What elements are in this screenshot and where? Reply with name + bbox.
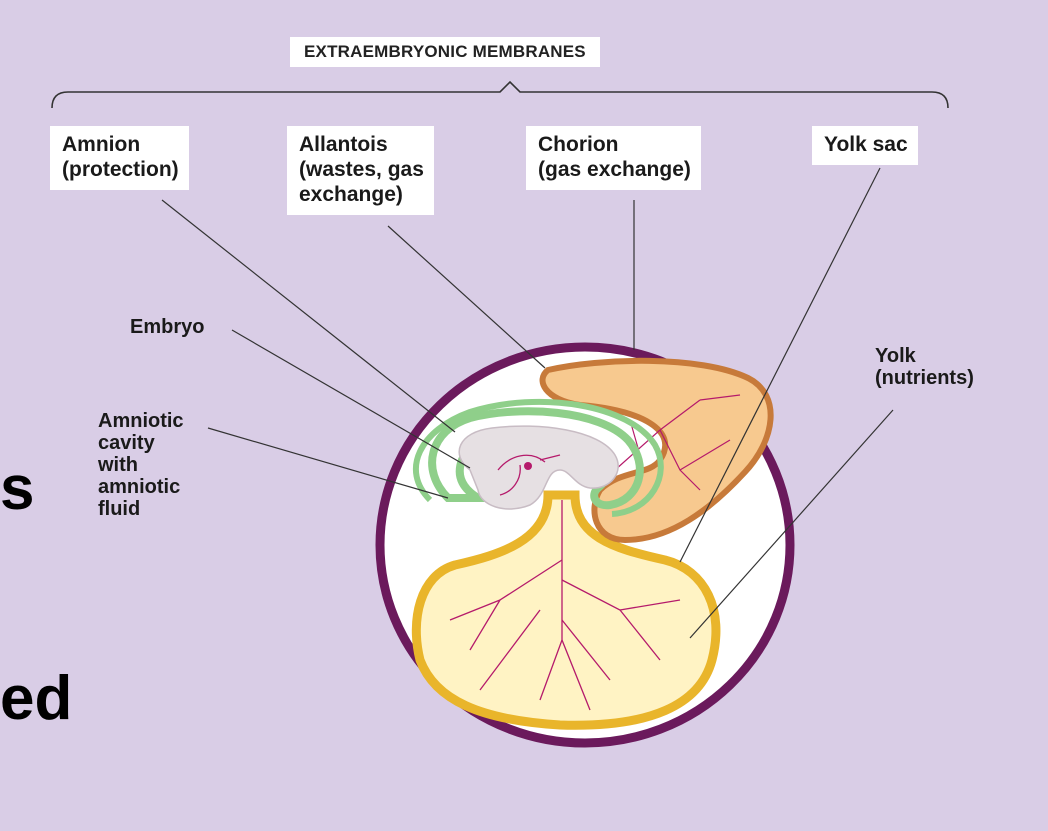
- amnion-label: Amnion (protection): [50, 126, 189, 190]
- embryo-heart: [524, 462, 532, 470]
- embryo-label: Embryo: [130, 316, 204, 338]
- allantois-label: Allantois (wastes, gas exchange): [287, 126, 434, 215]
- chorion-label: Chorion (gas exchange): [526, 126, 701, 190]
- membranes-bracket: [52, 82, 948, 108]
- yolk-label: Yolk (nutrients): [875, 345, 974, 389]
- extraembryonic-membranes-title: EXTRAEMBRYONIC MEMBRANES: [290, 37, 600, 67]
- amniotic-cavity-label: Amniotic cavity with amniotic fluid: [98, 410, 184, 520]
- yolk-sac-label: Yolk sac: [812, 126, 918, 165]
